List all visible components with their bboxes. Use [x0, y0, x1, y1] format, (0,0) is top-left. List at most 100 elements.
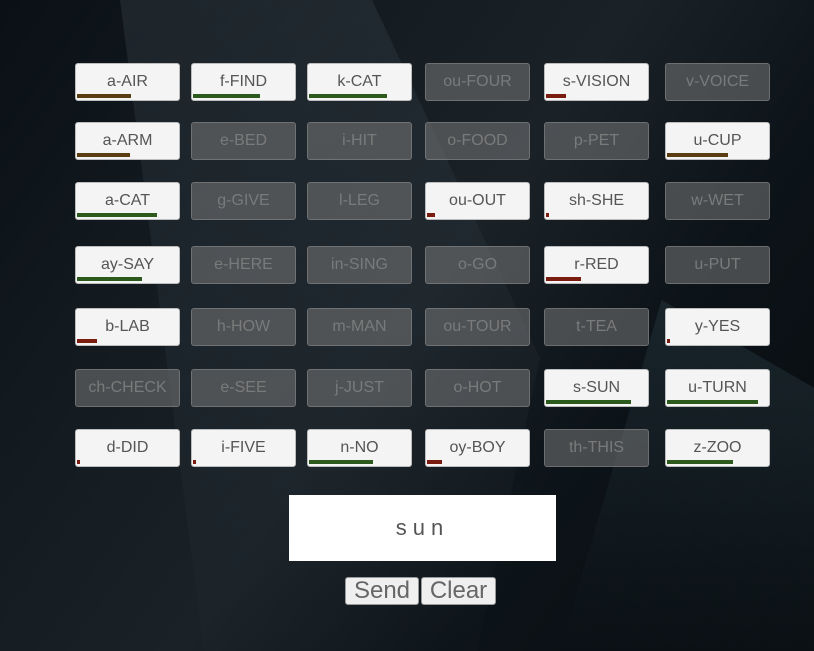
phoneme-key[interactable]: in-SING [307, 246, 412, 284]
phoneme-key-label: k-CAT [337, 73, 382, 90]
phoneme-key-label: sh-SHE [568, 192, 625, 209]
phoneme-key[interactable]: ch-CHECK [75, 369, 180, 407]
progress-bar [546, 277, 581, 281]
progress-bar [667, 339, 670, 343]
phoneme-key-label: ou-FOUR [443, 73, 512, 90]
phoneme-key[interactable]: u-CUP [665, 122, 770, 160]
phoneme-key[interactable]: a-ARM [75, 122, 180, 160]
phoneme-key-label: o-GO [457, 256, 498, 273]
phoneme-key-label: i-HIT [342, 132, 377, 149]
progress-bar [77, 213, 157, 217]
phoneme-key-label: a-ARM [102, 132, 153, 149]
phoneme-key-label: r-RED [574, 256, 619, 273]
phoneme-key[interactable]: l-LEG [307, 182, 412, 220]
phoneme-key[interactable]: ou-TOUR [425, 308, 530, 346]
phoneme-key-label: u-PUT [694, 256, 741, 273]
phoneme-key[interactable]: oy-BOY [425, 429, 530, 467]
progress-bar [546, 400, 631, 404]
phoneme-key[interactable]: i-HIT [307, 122, 412, 160]
phoneme-key-label: oy-BOY [449, 439, 506, 456]
progress-bar [77, 460, 80, 464]
progress-bar [77, 94, 131, 98]
phoneme-key[interactable]: e-BED [191, 122, 296, 160]
phoneme-key-label: a-AIR [107, 73, 148, 90]
progress-bar [77, 153, 130, 157]
phoneme-key[interactable]: f-FIND [191, 63, 296, 101]
progress-bar [546, 213, 549, 217]
phoneme-key-label: v-VOICE [685, 73, 750, 90]
phoneme-key-label: y-YES [694, 318, 741, 335]
progress-bar [77, 339, 97, 343]
phoneme-key-label: f-FIND [219, 73, 268, 90]
phoneme-key[interactable]: ou-OUT [425, 182, 530, 220]
phoneme-key[interactable]: sh-SHE [544, 182, 649, 220]
phoneme-key-label: u-TURN [688, 379, 747, 396]
phoneme-key-label: ou-OUT [449, 192, 506, 209]
phoneme-key[interactable]: n-NO [307, 429, 412, 467]
phoneme-key[interactable]: e-SEE [191, 369, 296, 407]
phoneme-key-label: n-NO [340, 439, 379, 456]
progress-bar [667, 400, 758, 404]
phoneme-key[interactable]: ay-SAY [75, 246, 180, 284]
phoneme-key[interactable]: y-YES [665, 308, 770, 346]
phoneme-key-label: p-PET [573, 132, 620, 149]
phoneme-key-label: l-LEG [339, 192, 380, 209]
phoneme-key[interactable]: s-SUN [544, 369, 649, 407]
progress-bar [427, 213, 435, 217]
phoneme-key-label: o-FOOD [447, 132, 508, 149]
phoneme-key[interactable]: t-TEA [544, 308, 649, 346]
word-display: sun [289, 495, 556, 561]
progress-bar [667, 460, 733, 464]
progress-bar [309, 460, 373, 464]
phoneme-key[interactable]: r-RED [544, 246, 649, 284]
phoneme-key-label: w-WET [691, 192, 744, 209]
phoneme-grid: a-AIR f-FIND k-CAT ou-FOUR s-VISION v-VOICE a-… [75, 63, 770, 467]
phoneme-key[interactable]: u-TURN [665, 369, 770, 407]
phoneme-key-label: u-CUP [693, 132, 742, 149]
phoneme-key[interactable]: g-GIVE [191, 182, 296, 220]
phoneme-key-label: d-DID [106, 439, 149, 456]
progress-bar [77, 277, 142, 281]
phoneme-key[interactable]: d-DID [75, 429, 180, 467]
phoneme-key[interactable]: ou-FOUR [425, 63, 530, 101]
phoneme-key-label: o-HOT [453, 379, 502, 396]
phoneme-key[interactable]: th-THIS [544, 429, 649, 467]
phoneme-key[interactable]: k-CAT [307, 63, 412, 101]
phoneme-key[interactable]: h-HOW [191, 308, 296, 346]
phoneme-key-label: b-LAB [105, 318, 150, 335]
progress-bar [546, 94, 566, 98]
phoneme-key[interactable]: o-FOOD [425, 122, 530, 160]
phoneme-key[interactable]: a-AIR [75, 63, 180, 101]
phoneme-key[interactable]: o-HOT [425, 369, 530, 407]
phoneme-key[interactable]: u-PUT [665, 246, 770, 284]
clear-button[interactable]: Clear [421, 577, 496, 605]
phoneme-key-label: in-SING [331, 256, 388, 273]
phoneme-key[interactable]: b-LAB [75, 308, 180, 346]
phoneme-key[interactable]: a-CAT [75, 182, 180, 220]
phoneme-key-label: ch-CHECK [88, 379, 167, 396]
phoneme-key-label: ou-TOUR [443, 318, 512, 335]
phoneme-key[interactable]: v-VOICE [665, 63, 770, 101]
phoneme-key[interactable]: w-WET [665, 182, 770, 220]
phoneme-key[interactable]: p-PET [544, 122, 649, 160]
phoneme-key[interactable]: e-HERE [191, 246, 296, 284]
phoneme-key-label: h-HOW [216, 318, 271, 335]
phoneme-key[interactable]: i-FIVE [191, 429, 296, 467]
progress-bar [193, 94, 260, 98]
progress-bar [427, 460, 442, 464]
phoneme-key[interactable]: m-MAN [307, 308, 412, 346]
phoneme-key-label: j-JUST [335, 379, 384, 396]
phoneme-key[interactable]: o-GO [425, 246, 530, 284]
phoneme-key-label: e-SEE [220, 379, 267, 396]
phoneme-key-label: i-FIVE [221, 439, 266, 456]
phoneme-key-label: s-SUN [572, 379, 621, 396]
phoneme-key-label: e-HERE [214, 256, 273, 273]
phoneme-key-label: th-THIS [568, 439, 625, 456]
phoneme-key-label: z-ZOO [693, 439, 742, 456]
phoneme-key[interactable]: z-ZOO [665, 429, 770, 467]
phoneme-key[interactable]: j-JUST [307, 369, 412, 407]
send-button[interactable]: Send [345, 577, 419, 605]
phoneme-key-label: t-TEA [576, 318, 617, 335]
phoneme-key[interactable]: s-VISION [544, 63, 649, 101]
phoneme-key-label: e-BED [219, 132, 268, 149]
